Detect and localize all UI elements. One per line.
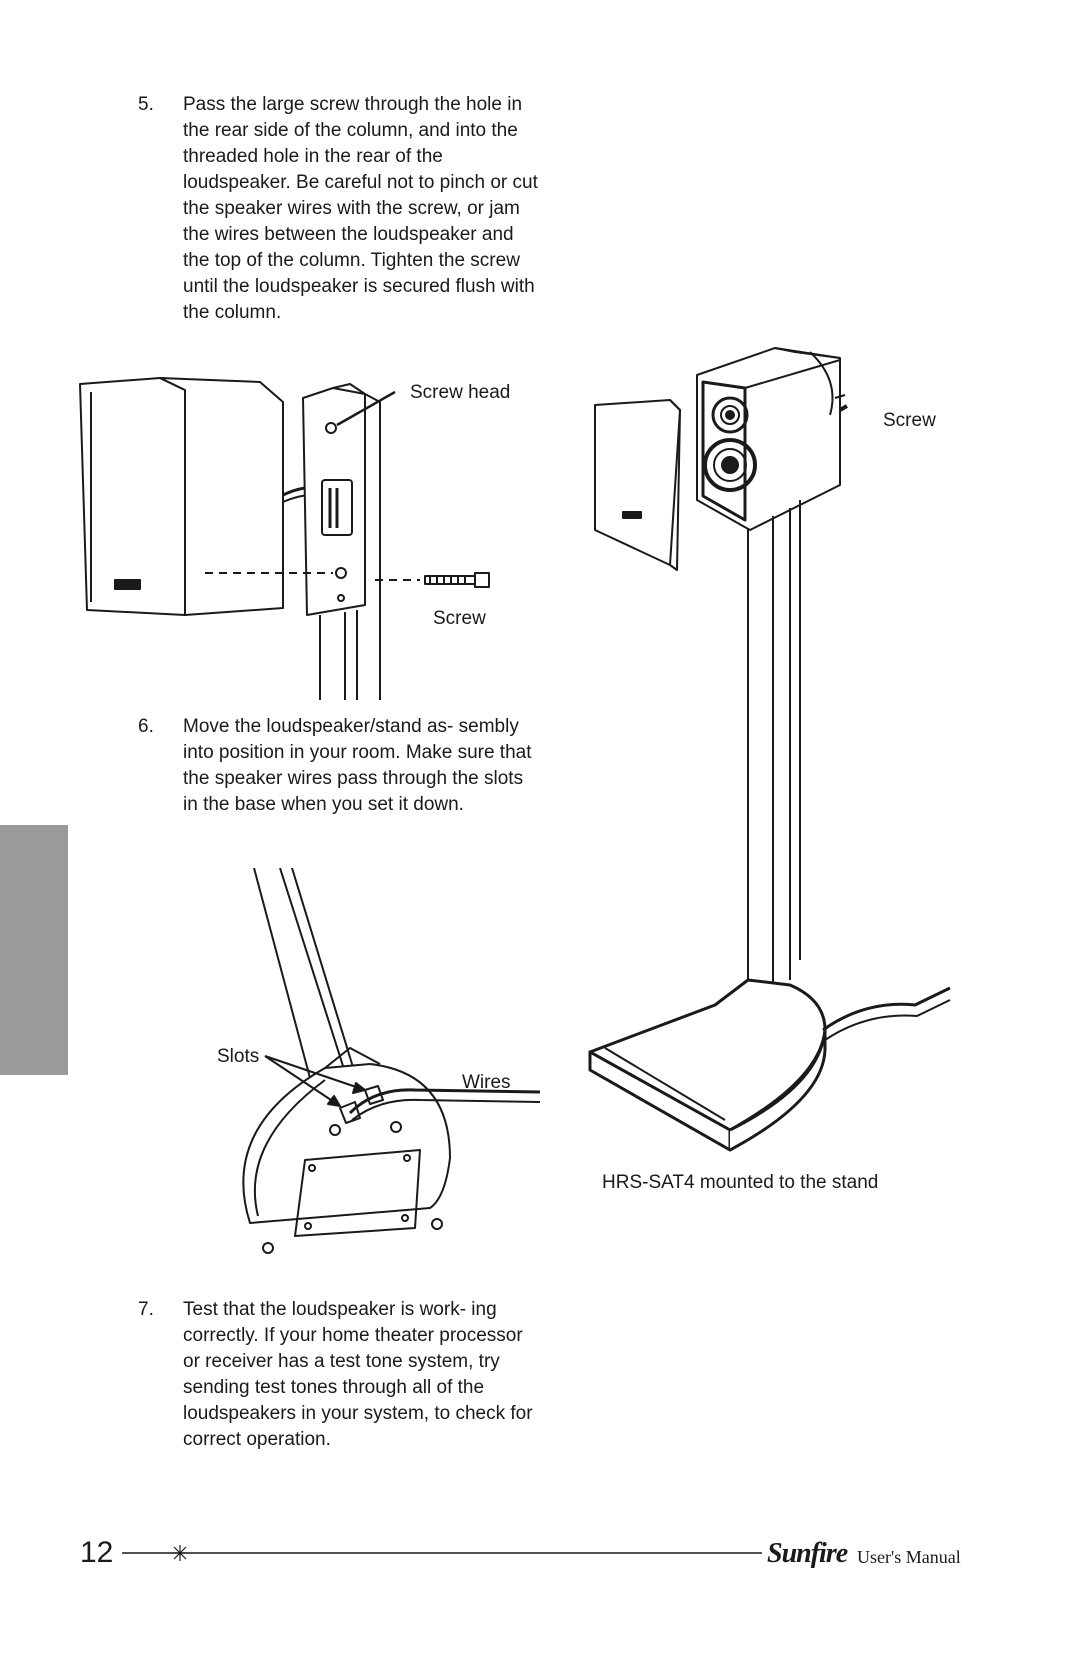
manual-title: User's Manual (857, 1547, 961, 1567)
footer-rule (122, 1545, 762, 1561)
screw-right-label: Screw (883, 410, 936, 431)
step-text: Pass the large screw through the hole in… (183, 94, 538, 323)
star-ornament-icon (172, 1545, 188, 1561)
page-number: 12 (80, 1536, 114, 1569)
figure-caption: HRS-SAT4 mounted to the stand (602, 1172, 879, 1193)
step-text: Move the loudspeaker/stand as- sembly in… (183, 716, 532, 815)
brand-logo: Sunfire (767, 1538, 848, 1569)
speaker-on-stand-illustration (588, 347, 951, 1152)
step-number: 7. (138, 1299, 154, 1320)
speaker-column-screw-illustration (79, 377, 490, 700)
screw-label: Screw (433, 608, 486, 629)
section-tab (0, 825, 68, 1075)
wires-label: Wires (462, 1072, 511, 1093)
step-number: 5. (138, 94, 154, 115)
step-number: 6. (138, 716, 154, 737)
step-text: Test that the loudspeaker is work- ing c… (183, 1299, 533, 1450)
base-slots-wires-illustration (242, 868, 541, 1254)
slots-label: Slots (217, 1046, 260, 1067)
screw-head-label: Screw head (410, 382, 511, 403)
